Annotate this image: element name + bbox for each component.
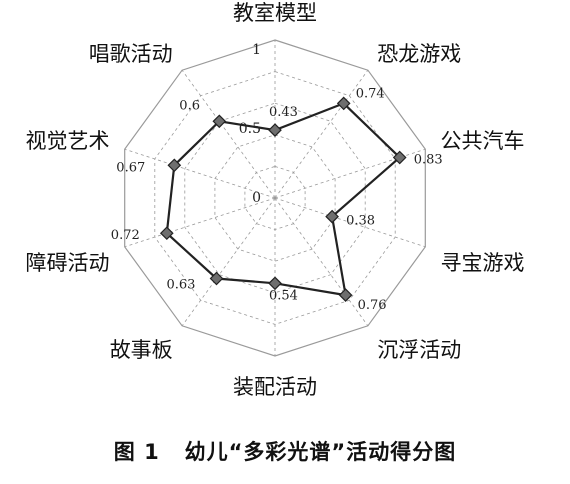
value-label-10: 0.6	[179, 98, 200, 113]
data-point-1	[268, 123, 282, 137]
radial-tick-label-3: 1	[252, 42, 261, 58]
value-label-1: 0.43	[269, 105, 298, 120]
radial-tick-label-2: 0.5	[239, 121, 261, 137]
data-point-2	[336, 96, 351, 111]
grid-spoke-9	[124, 148, 276, 199]
category-label-1: 教室模型	[233, 1, 317, 25]
radial-tick-label-1: 0	[252, 190, 261, 206]
category-label-2: 恐龙游戏	[377, 42, 461, 66]
value-label-5: 0.76	[358, 298, 387, 313]
category-label-7: 故事板	[110, 338, 173, 362]
radar-grid	[124, 39, 426, 357]
category-label-10: 唱歌活动	[89, 42, 173, 66]
data-point-6	[268, 276, 282, 291]
value-label-6: 0.54	[269, 288, 298, 303]
value-label-7: 0.63	[167, 278, 196, 293]
data-point-5	[338, 288, 353, 302]
grid-ring-2	[214, 134, 336, 262]
grid-spoke-4	[274, 197, 426, 248]
radar-series	[159, 96, 407, 302]
value-label-8: 0.72	[111, 228, 140, 243]
category-label-4: 寻宝游戏	[441, 251, 525, 275]
value-label-3: 0.83	[414, 153, 443, 168]
category-label-3: 公共汽车	[441, 129, 525, 153]
radar-chart: 0 0.5 1 0.43 0.74 0.83 0.38 0.76 0.54 0.63 0.72 0.6…	[26, 1, 525, 399]
value-label-2: 0.74	[356, 86, 385, 101]
data-point-9	[167, 158, 182, 173]
data-point-4	[325, 209, 339, 224]
data-point-3	[392, 150, 407, 165]
grid-spoke-8	[124, 197, 276, 248]
grid-ring-3	[184, 102, 366, 294]
data-point-7	[209, 271, 224, 286]
grid-spoke-3	[274, 148, 426, 199]
grid-spoke-2	[274, 69, 369, 199]
data-point-8	[159, 226, 174, 241]
radar-labels: 0 0.5 1 0.43 0.74 0.83 0.38 0.76 0.54 0.63 0.72 0.6…	[26, 1, 525, 399]
category-label-9: 视觉艺术	[26, 129, 110, 153]
category-label-6: 装配活动	[233, 375, 317, 399]
value-label-9: 0.67	[116, 160, 145, 175]
grid-spoke-7	[181, 197, 276, 327]
series-line	[165, 102, 402, 297]
value-label-4: 0.38	[346, 214, 375, 229]
grid-spoke-5	[274, 197, 369, 327]
data-point-10	[212, 114, 227, 129]
category-label-8: 障碍活动	[26, 251, 110, 275]
category-label-5: 沉浮活动	[377, 338, 461, 362]
grid-spoke-10	[181, 69, 276, 199]
figure-caption: 图 1 幼儿“多彩光谱”活动得分图	[113, 440, 457, 464]
